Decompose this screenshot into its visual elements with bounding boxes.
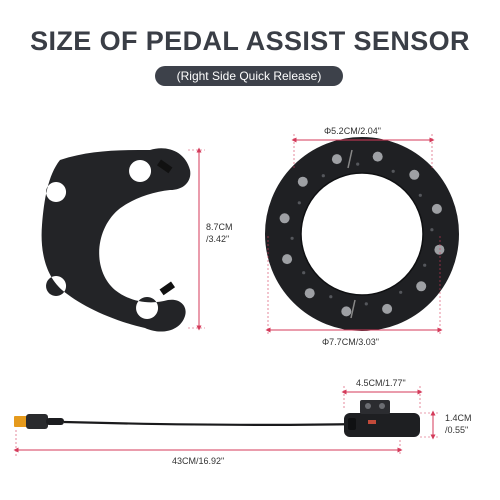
mounting-hole	[356, 162, 360, 166]
bracket-height-label-cm: 8.7CM	[206, 222, 233, 232]
magnet-dot	[372, 151, 383, 162]
disc-inner-dimension	[291, 134, 435, 170]
mounting-bracket	[41, 148, 191, 332]
magnet-dot	[341, 306, 352, 317]
subtitle-badge: (Right Side Quick Release)	[155, 66, 343, 86]
cable-length-label: 43CM/16.92"	[172, 456, 225, 466]
cable-length-dimension	[13, 430, 403, 456]
sensor-height-label-in: /0.55"	[445, 425, 469, 435]
magnet-dot	[279, 213, 290, 224]
mounting-hole	[302, 271, 306, 275]
mounting-hole	[399, 290, 403, 294]
magnet-dot	[434, 244, 445, 255]
mounting-hole	[297, 201, 301, 205]
disc-outer-dimension	[265, 236, 443, 336]
disc-inner-diameter-label: Φ5.2CM/2.04"	[324, 126, 381, 136]
sensor-width-label: 4.5CM/1.77"	[356, 378, 406, 388]
magnet-dot	[416, 281, 427, 292]
mounting-hole	[329, 295, 333, 299]
bracket-height-label-in: /3.42"	[206, 234, 230, 244]
magnet-dot	[431, 203, 442, 214]
mounting-hole	[364, 302, 368, 306]
sensor-cable-assembly	[14, 400, 420, 437]
sensor-width-dimension	[341, 386, 423, 410]
magnet-dot	[282, 254, 293, 265]
sensor-height-label-cm: 1.4CM	[445, 413, 472, 423]
magnet-dot	[304, 288, 315, 299]
sensor-height-dimension	[420, 410, 438, 440]
mounting-hole	[418, 193, 422, 197]
mounting-hole	[391, 169, 395, 173]
disc-outer-diameter-label: Φ7.7CM/3.03"	[322, 337, 379, 347]
bracket-height-dimension	[188, 147, 205, 331]
mounting-hole	[423, 263, 427, 267]
magnet-dot	[409, 169, 420, 180]
magnet-dot	[297, 176, 308, 187]
mounting-hole	[321, 174, 325, 178]
magnet-dot	[331, 154, 342, 165]
magnet-disc	[265, 137, 459, 331]
page-title: SIZE OF PEDAL ASSIST SENSOR	[30, 26, 470, 56]
magnet-dot	[382, 303, 393, 314]
mounting-hole	[430, 228, 434, 232]
mounting-hole	[290, 236, 294, 240]
